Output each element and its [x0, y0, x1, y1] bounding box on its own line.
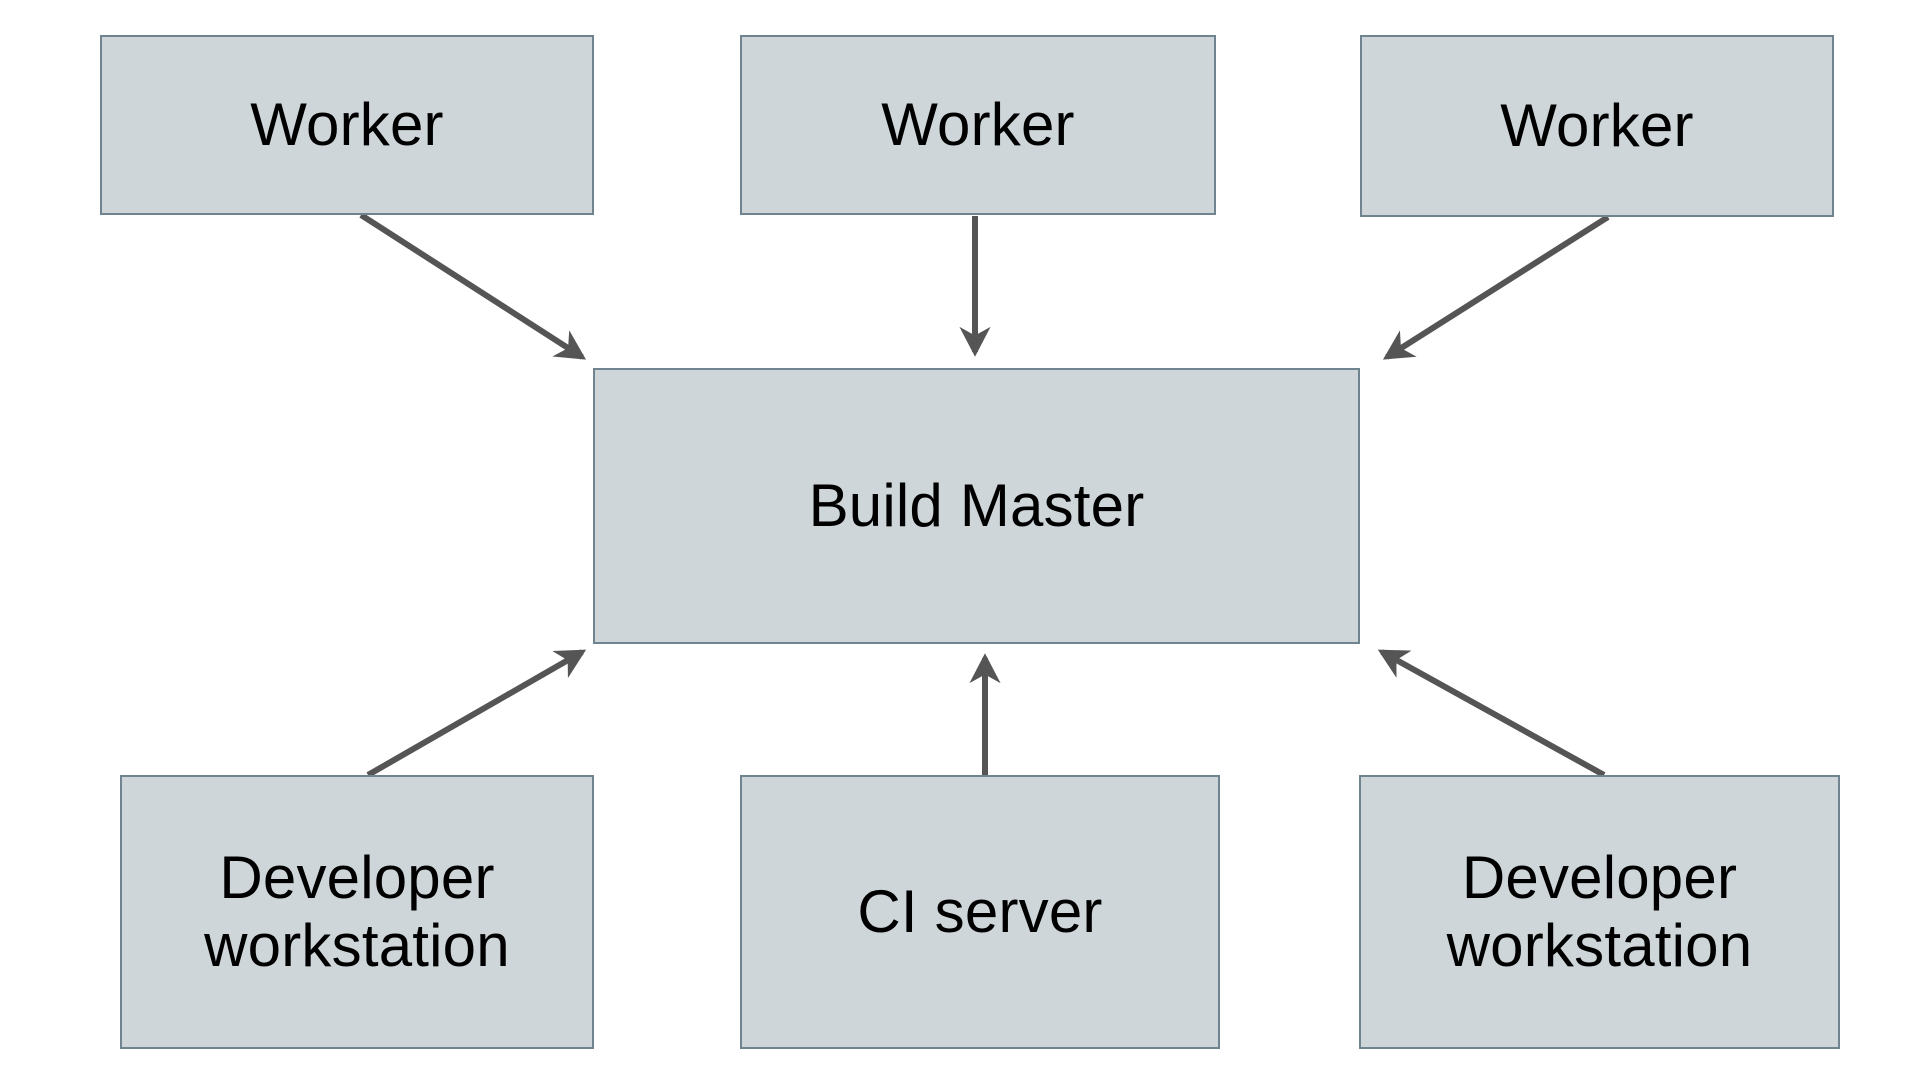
node-ci-server[interactable]: CI server	[740, 775, 1220, 1049]
node-worker-2[interactable]: Worker	[740, 35, 1216, 215]
node-developer-workstation-left[interactable]: Developer workstation	[120, 775, 594, 1049]
node-worker-2-label: Worker	[881, 90, 1075, 158]
node-build-master-label: Build Master	[808, 471, 1145, 539]
node-developer-workstation-right-label: Developer workstation	[1446, 843, 1753, 979]
edge-dev-ws-2-to-build-master	[1377, 649, 1606, 778]
edge-worker-3-to-build-master	[1382, 214, 1610, 360]
node-worker-1[interactable]: Worker	[100, 35, 594, 215]
node-developer-workstation-left-label: Developer workstation	[204, 843, 510, 979]
node-worker-1-label: Worker	[250, 90, 444, 158]
node-developer-workstation-right[interactable]: Developer workstation	[1359, 775, 1840, 1049]
edge-worker-1-to-build-master	[359, 212, 587, 360]
edge-dev-ws-1-to-build-master	[366, 649, 587, 778]
node-worker-3-label: Worker	[1500, 91, 1694, 159]
node-build-master[interactable]: Build Master	[593, 368, 1360, 644]
node-worker-3[interactable]: Worker	[1360, 35, 1834, 217]
node-ci-server-label: CI server	[857, 877, 1103, 945]
